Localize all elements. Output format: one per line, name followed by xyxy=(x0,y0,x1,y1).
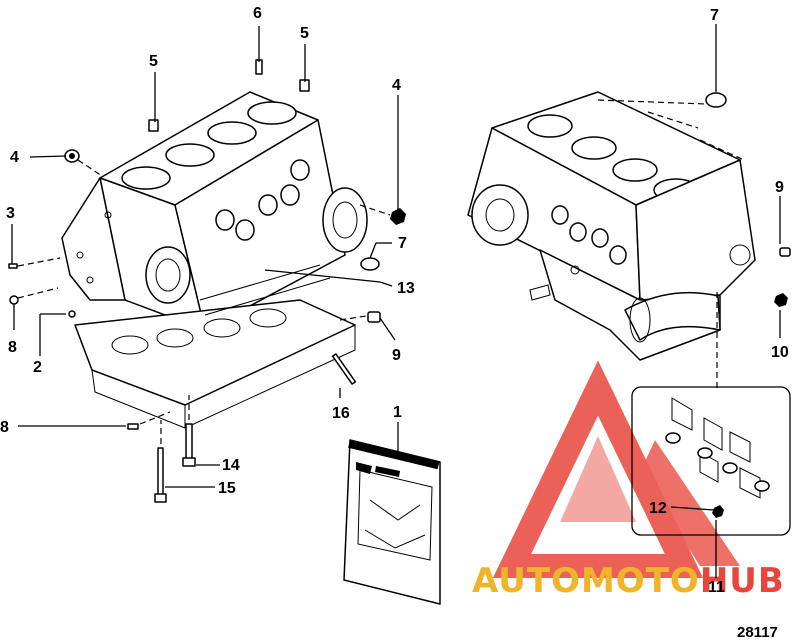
watermark-brand-text: AUTOMOTOHUB xyxy=(472,561,785,601)
callout-16: 16 xyxy=(332,405,350,422)
document-number: 28117 xyxy=(737,624,778,641)
gasket-kit-bag-icon xyxy=(343,439,441,605)
left-cylinder-bores xyxy=(121,101,297,190)
callout-13: 13 xyxy=(397,280,415,297)
callout-8-lower: 8 xyxy=(0,419,9,436)
leader-lines xyxy=(11,24,781,578)
callout-4-right: 4 xyxy=(392,77,401,94)
callout-14: 14 xyxy=(222,457,240,474)
callout-1: 1 xyxy=(393,404,402,421)
callout-4-left: 4 xyxy=(10,149,19,166)
watermark-triangle-icon xyxy=(492,360,740,578)
callout-3: 3 xyxy=(6,205,15,222)
callout-12: 12 xyxy=(649,500,667,517)
callout-labels: 6 5 5 4 4 7 7 3 8 8 2 13 9 9 10 16 14 15… xyxy=(0,5,789,596)
callout-7-left: 7 xyxy=(398,235,407,252)
callout-7-right: 7 xyxy=(710,7,719,24)
callout-11: 11 xyxy=(708,579,725,596)
watermark-logo: AUTOMOTOHUB xyxy=(472,360,785,601)
callout-2: 2 xyxy=(33,359,42,376)
callout-15: 15 xyxy=(218,480,236,497)
callout-9-left: 9 xyxy=(392,347,401,364)
left-block-small-parts xyxy=(8,59,406,503)
right-block-small-parts xyxy=(705,92,791,307)
callout-6: 6 xyxy=(253,5,262,22)
bearing-inset xyxy=(631,386,791,536)
callout-5-left: 5 xyxy=(149,53,158,70)
callout-8-upper: 8 xyxy=(8,339,17,356)
right-cylinder-block xyxy=(467,91,756,361)
callout-10: 10 xyxy=(771,344,789,361)
callout-9-right: 9 xyxy=(775,179,784,196)
callout-5-right: 5 xyxy=(300,25,309,42)
left-cylinder-block xyxy=(61,91,368,429)
